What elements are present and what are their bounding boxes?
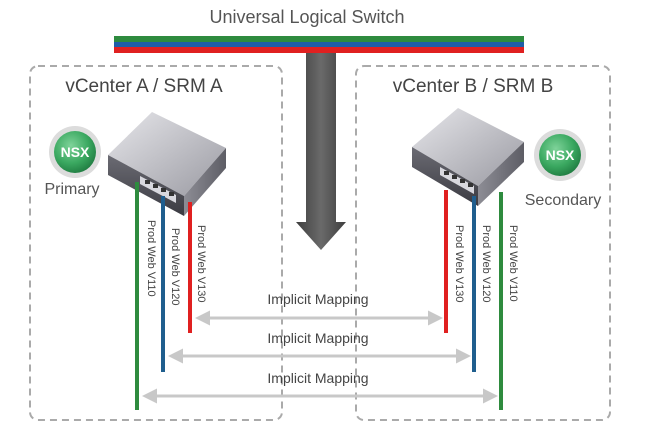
site-a-role: Primary — [44, 181, 99, 198]
nsx-badge-b-text: NSX — [546, 147, 575, 163]
site-a-vlan-label-v130: Prod Web V130 — [195, 225, 207, 302]
universal-switch-bar — [114, 36, 524, 53]
nsx-badge-a-text: NSX — [61, 144, 90, 160]
nsx-badge-b: NSX — [534, 129, 586, 181]
network-switch-a-icon — [108, 112, 226, 216]
site-b-label: vCenter B / SRM B — [393, 76, 554, 97]
nsx-badge-a: NSX — [49, 126, 101, 178]
site-b-role: Secondary — [525, 192, 602, 209]
site-b-vlan-label-v110: Prod Web V110 — [507, 225, 519, 302]
network-switch-b-icon — [412, 108, 524, 206]
site-b-vlan-label-v120: Prod Web V120 — [480, 225, 492, 302]
site-b-boundary — [355, 65, 611, 421]
site-a-vlan-label-v110: Prod Web V110 — [145, 220, 157, 297]
site-a-vlan-label-v120: Prod Web V120 — [169, 228, 181, 305]
down-arrow-icon — [296, 53, 346, 250]
mapping-label-v130: Implicit Mapping — [267, 291, 368, 307]
site-a-label: vCenter A / SRM A — [65, 76, 223, 97]
diagram-title: Universal Logical Switch — [209, 7, 404, 27]
site-b-vlan-label-v130: Prod Web V130 — [453, 225, 465, 302]
mapping-label-v110: Implicit Mapping — [267, 370, 368, 386]
mapping-label-v120: Implicit Mapping — [267, 330, 368, 346]
